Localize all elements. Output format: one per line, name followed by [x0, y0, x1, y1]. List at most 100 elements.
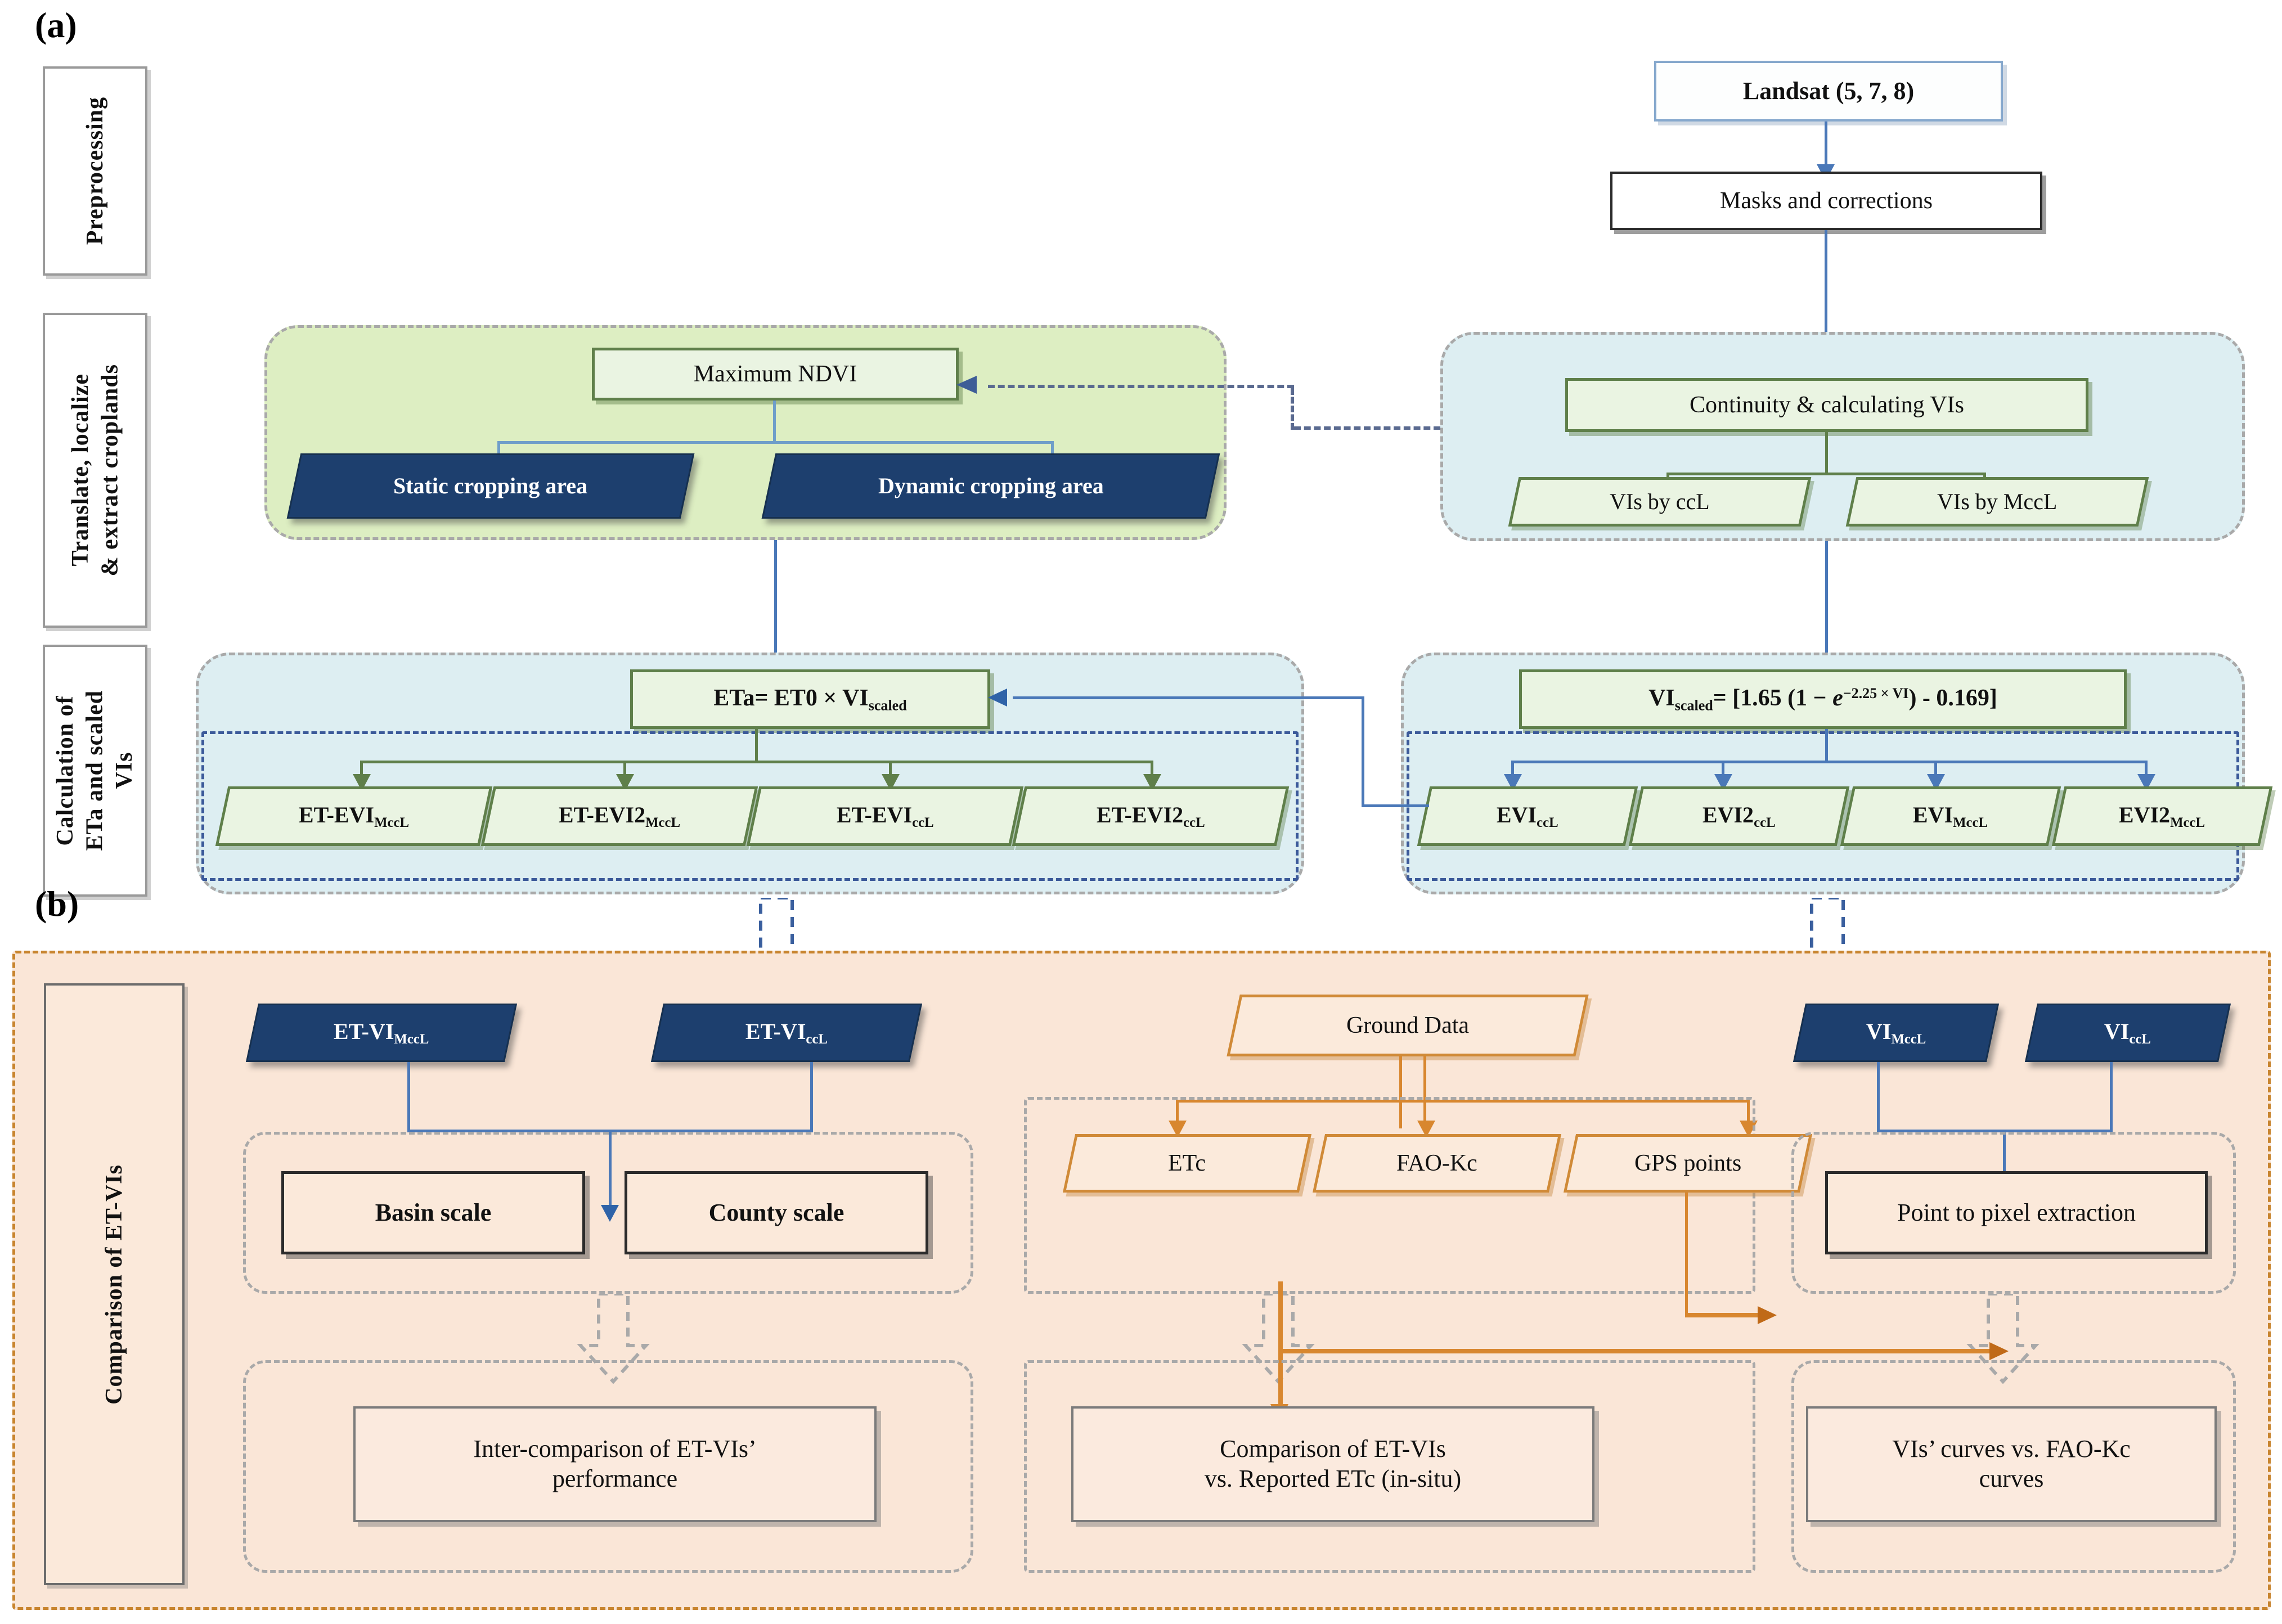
node-et-output-3-base: ET-EVI2	[1096, 802, 1183, 827]
connector-etc-result-stem	[1278, 1281, 1283, 1351]
stage-label-translate: Translate, localize & extract croplands	[43, 313, 147, 628]
node-gps-points: GPS points	[1563, 1134, 1813, 1193]
node-vis-by-mccl: VIs by MccL	[1845, 477, 2149, 527]
node-basin-scale-label: Basin scale	[375, 1198, 492, 1226]
vi-scaled-e: e	[1832, 685, 1843, 712]
connector-eta-d3	[889, 761, 892, 777]
connector-vi-to-viscaled	[1825, 541, 1828, 666]
node-landsat-label: Landsat (5, 7, 8)	[1742, 77, 1915, 105]
arrowhead-gps-extraction	[1758, 1306, 1777, 1324]
vi-scaled-rest-b: ) - 0.169]	[1908, 685, 1997, 712]
connector-viscaled-d3	[1934, 761, 1937, 777]
connector-gps-to-extraction	[1685, 1313, 1762, 1317]
node-vi-ccl: VIccL	[2024, 1004, 2231, 1062]
connector-green-to-eta	[774, 540, 777, 666]
node-et-output-0: ET-EVIMccL	[215, 786, 493, 846]
stage-label-comparison: Comparison of ET-VIs	[44, 983, 185, 1585]
node-et-vi-mccl-sub: MccL	[394, 1031, 429, 1047]
node-et-vi-ccl-base: ET-VI	[745, 1018, 806, 1044]
node-eta-formula: ETa= ET0 × VIscaled	[630, 669, 990, 729]
node-eta-formula-label: ETa= ET0 × VIscaled	[713, 684, 906, 714]
vi-scaled-sub: scaled	[1674, 697, 1713, 714]
connector-ndvi-stem	[773, 401, 776, 442]
connector-elbow-vertical	[1362, 696, 1364, 807]
node-et-output-1-base: ET-EVI2	[558, 802, 646, 827]
connector-ground-stem-b	[1423, 1056, 1426, 1128]
connector-eta-d1	[360, 761, 363, 777]
connector-eta-bar	[360, 761, 1153, 763]
connector-ground-bar	[1176, 1100, 1750, 1103]
connector-elbow-top	[1013, 696, 1364, 699]
node-vi-output-2-base: EVI	[1913, 802, 1953, 827]
node-et-output-0-sub: MccL	[374, 815, 410, 830]
node-et-output-1: ET-EVI2MccL	[480, 786, 758, 846]
node-et-output-1-sub: MccL	[645, 815, 681, 830]
stage-label-translate-text: Translate, localize & extract croplands	[67, 364, 123, 577]
node-masks-corrections: Masks and corrections	[1610, 172, 2042, 230]
node-ground-data-label: Ground Data	[1346, 1012, 1470, 1038]
node-dynamic-cropping-area: Dynamic cropping area	[761, 453, 1220, 519]
arrowhead-feedback-ndvi	[956, 376, 977, 394]
node-gps-points-label: GPS points	[1634, 1150, 1742, 1176]
node-et-vi-ccl: ET-VIccL	[650, 1004, 923, 1062]
connector-ndvi-bar	[497, 441, 1053, 444]
node-ground-data: Ground Data	[1227, 995, 1589, 1056]
group-point-extraction	[1791, 1132, 2236, 1294]
node-vi-output-0: EVIccL	[1417, 786, 1638, 846]
node-fao-kc: FAO-Kc	[1312, 1134, 1562, 1193]
connector-etvi-stem	[609, 1130, 612, 1209]
connector-masks-continuity	[1825, 230, 1827, 393]
node-vi-scaled-formula: VIscaled= [1.65 (1 − e−2.25 × VI) - 0.16…	[1519, 669, 2127, 729]
node-vi-output-3-base: EVI2	[2119, 802, 2171, 827]
node-et-vi-mccl-base: ET-VI	[334, 1018, 394, 1044]
connector-feedback-vertical	[1291, 388, 1294, 430]
node-vi-output-0-base: EVI	[1497, 802, 1537, 827]
connector-viscaled-bar	[1511, 761, 2147, 763]
node-vi-mccl-sub: MccL	[1891, 1031, 1926, 1047]
node-vi-output-1-sub: ccL	[1754, 815, 1776, 830]
node-vi-mccl: VIMccL	[1793, 1004, 2000, 1062]
node-maximum-ndvi: Maximum NDVI	[592, 348, 959, 401]
vi-scaled-lead: VI	[1648, 685, 1675, 712]
node-vis-by-ccl-label: VIs by ccL	[1610, 489, 1710, 514]
node-point-to-pixel-extraction-label: Point to pixel extraction	[1897, 1198, 2136, 1226]
node-county-scale-label: County scale	[708, 1198, 844, 1226]
node-point-to-pixel-extraction: Point to pixel extraction	[1825, 1171, 2208, 1254]
connector-ground-d3	[1747, 1100, 1750, 1123]
connector-etvi-mccl-drop	[407, 1062, 410, 1132]
node-vis-by-mccl-label: VIs by MccL	[1937, 489, 2058, 514]
node-etc: ETc	[1062, 1134, 1312, 1193]
connector-gps-drop	[1685, 1193, 1688, 1315]
node-vi-scaled-formula-label: VIscaled= [1.65 (1 − e−2.25 × VI) - 0.16…	[1648, 684, 1997, 714]
arrowhead-result3-orange	[1989, 1342, 2009, 1360]
node-et-output-3: ET-EVI2ccL	[1012, 786, 1290, 846]
connector-ground-d1	[1176, 1100, 1179, 1123]
connector-feedback-horizontal-right	[1294, 426, 1440, 430]
node-etc-label: ETc	[1168, 1150, 1206, 1176]
node-static-cropping-area-label: Static cropping area	[393, 473, 588, 498]
group-scale-boxes	[243, 1132, 973, 1294]
connector-eta-d4	[1151, 761, 1153, 777]
node-et-output-2-base: ET-EVI	[836, 802, 912, 827]
node-vi-output-0-sub: ccL	[1537, 815, 1558, 830]
node-result-vs-reported-etc-label: Comparison of ET-VIs vs. Reported ETc (i…	[1204, 1435, 1462, 1492]
connector-etvi-ccl-drop	[810, 1062, 813, 1132]
node-et-vi-ccl-sub: ccL	[806, 1031, 828, 1047]
node-vi-output-1: EVI2ccL	[1628, 786, 1850, 846]
connector-viscaled-d2	[1722, 761, 1724, 777]
stage-label-calculation-text: Calculation of ETa and scaled VIs	[52, 690, 138, 851]
node-result-inter-comparison: Inter-comparison of ET-VIs’ performance	[353, 1406, 877, 1522]
stage-label-calculation: Calculation of ETa and scaled VIs	[43, 645, 147, 897]
eta-formula-sub: scaled	[868, 697, 907, 714]
group-result-middle	[1024, 1360, 1755, 1573]
node-landsat: Landsat (5, 7, 8)	[1654, 61, 2003, 122]
node-vi-output-3: EVI2MccL	[2051, 786, 2273, 846]
stage-label-preprocessing: Preprocessing	[43, 66, 147, 276]
connector-result-orange-bar	[1278, 1349, 1998, 1353]
stage-label-comparison-text: Comparison of ET-VIs	[101, 1164, 127, 1405]
node-fao-kc-label: FAO-Kc	[1396, 1150, 1477, 1176]
eta-formula-lead: ETa= ET0 × VI	[713, 685, 869, 712]
connector-feedback-horizontal-left	[988, 385, 1294, 388]
node-basin-scale: Basin scale	[281, 1171, 585, 1254]
